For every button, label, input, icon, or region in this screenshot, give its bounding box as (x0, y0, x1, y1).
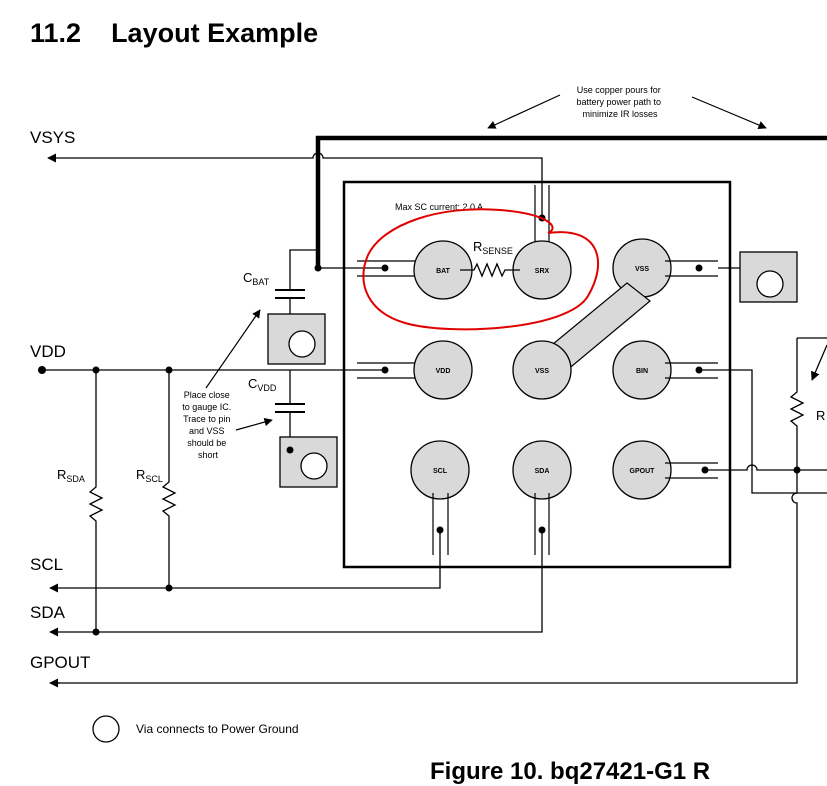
bin-pin-label: BIN (636, 368, 648, 375)
gpout-pin-label: GPOUT (630, 468, 656, 475)
cbat-via-icon (288, 330, 316, 358)
bat-pin-label: BAT (436, 268, 451, 275)
section-title: Layout Example (111, 18, 319, 48)
vdd-stub (357, 362, 420, 379)
junction-dot (165, 584, 173, 592)
copper-note-arrow-right (691, 96, 767, 129)
bin-trace (699, 369, 827, 494)
junction-dot (286, 446, 294, 454)
place-close-note: Place close to gauge IC. Trace to pin an… (182, 390, 234, 460)
power-path-trace (315, 135, 827, 268)
vdd-pad (413, 340, 473, 400)
rscl-label: RSCL (136, 467, 163, 484)
scl-bus-label: SCL (30, 555, 63, 574)
max-current-note: Max SC current: 2.0 A (395, 202, 483, 212)
copper-note-arrow-left (487, 94, 561, 129)
bin-pad (612, 340, 672, 400)
sda-pin-label: SDA (535, 468, 550, 475)
right-resistor-label: R (816, 408, 825, 423)
sda-bus-label: SDA (30, 603, 66, 622)
vss-top-stub (665, 260, 718, 277)
vdd-bus-label: VDD (30, 342, 66, 361)
scl-pin-label: SCL (433, 468, 448, 475)
rsense-resistor (460, 262, 520, 278)
vsys-trace (47, 152, 543, 218)
cvdd-label: CVDD (248, 376, 277, 393)
cbat-label: CBAT (243, 270, 270, 287)
cvdd-via-icon (300, 452, 328, 480)
section-heading: 11.2 Layout Example (30, 18, 318, 49)
vss-top-pin-label: VSS (635, 266, 649, 273)
junction-dot (793, 466, 801, 474)
gpout-bus-label: GPOUT (30, 653, 90, 672)
gpout-trace (705, 464, 827, 471)
rscl-resistor (161, 370, 177, 588)
junction-dot (314, 264, 322, 272)
rsense-label: RSENSE (473, 239, 513, 256)
red-annotation-loop (362, 208, 600, 331)
gpout-stub (665, 462, 718, 479)
scl-trace (49, 530, 441, 593)
sda-trace (49, 530, 543, 637)
right-arrow (811, 344, 827, 381)
scl-stub (432, 493, 449, 555)
copper-pour-note: Use copper pours for battery power path … (576, 85, 663, 119)
section-number: 11.2 (30, 18, 82, 48)
junction-dot (381, 264, 389, 272)
vdd-terminal-dot (38, 366, 46, 374)
gauge-ic-outline (342, 180, 732, 569)
vdd-pin-label: VDD (436, 368, 451, 375)
srx-pin-label: SRX (535, 268, 550, 275)
legend-via-icon (92, 715, 120, 743)
junction-dot (695, 264, 703, 272)
place-note-arrow-right (235, 417, 273, 431)
sda-pad (512, 440, 572, 500)
legend-label: Via connects to Power Ground (136, 722, 299, 736)
rsda-resistor (88, 370, 104, 632)
junction-dot (92, 628, 100, 636)
vsys-label: VSYS (30, 128, 75, 147)
vss-center-pin-label: VSS (535, 368, 549, 375)
right-resistor-network (50, 337, 827, 684)
ground-via-icon (756, 270, 784, 298)
rsda-label: RSDA (57, 467, 85, 484)
bin-stub (665, 362, 718, 379)
figure-caption: Figure 10. bq27421-G1 R (430, 758, 711, 785)
sda-stub (534, 493, 550, 555)
vss-pad-center (512, 340, 572, 400)
place-note-arrow-up (205, 309, 261, 389)
scl-pad (410, 440, 470, 500)
cbat-trace (289, 249, 318, 290)
junction-dot (381, 366, 389, 374)
bat-stub (357, 260, 420, 277)
gpout-pad (612, 440, 672, 500)
